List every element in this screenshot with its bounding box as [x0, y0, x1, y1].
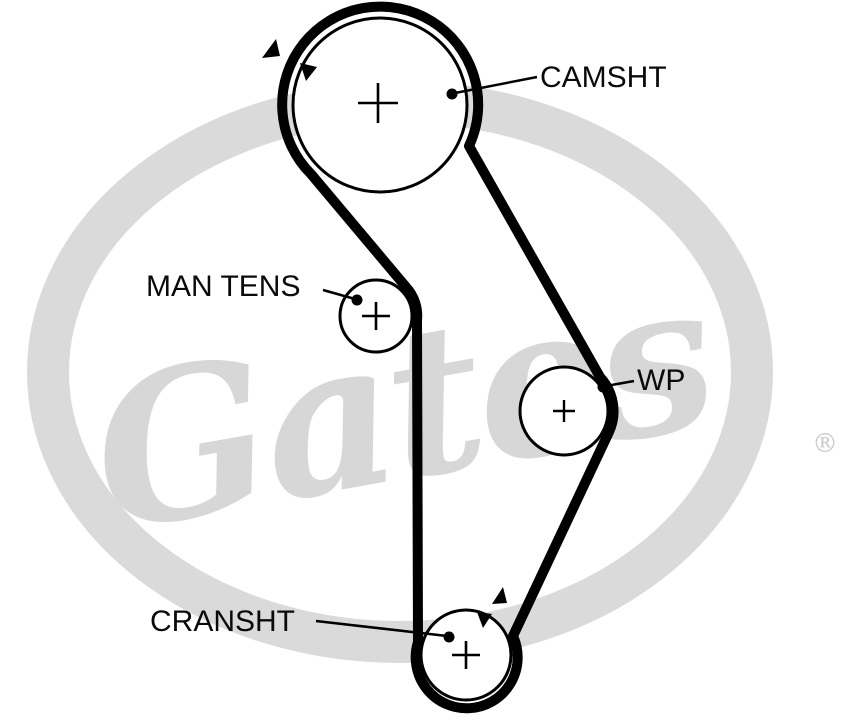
- crankshaft-pointer-dot: [443, 631, 455, 643]
- camshaft-rotation-arrows: [262, 39, 317, 81]
- camshaft-pulley: [291, 16, 469, 194]
- crankshaft-callout: [315, 619, 455, 643]
- arrow-up-icon: [262, 39, 280, 58]
- crankshaft-leader-line: [315, 619, 448, 638]
- water-pump-leader-line: [605, 379, 635, 388]
- camshaft-callout: [446, 75, 538, 100]
- camshaft-leader-line: [454, 75, 538, 95]
- water-pump-center-mark: [553, 400, 575, 422]
- water-pump-callout: [597, 379, 635, 393]
- arrow-up-icon: [492, 587, 507, 604]
- arrow-down-icon: [300, 63, 317, 81]
- water-pump-pointer-dot: [597, 381, 609, 393]
- registered-trademark-icon: ®: [812, 429, 838, 459]
- camshaft-pointer-dot: [446, 88, 458, 100]
- manual-tensioner-callout: [322, 288, 363, 306]
- gates-watermark: Gates ®: [27, 81, 838, 663]
- water-pump-label: WP: [637, 364, 685, 397]
- manual-tensioner-pointer-dot: [351, 294, 363, 306]
- camshaft-center-mark: [358, 83, 398, 123]
- crankshaft-label: CRANSHT: [150, 605, 295, 638]
- arrow-down-icon: [477, 612, 492, 628]
- crankshaft-rotation-arrows: [477, 587, 507, 628]
- manual-tensioner-leader-line: [322, 288, 356, 301]
- crankshaft-center-mark: [452, 641, 480, 669]
- manual-tensioner-center-mark: [362, 302, 390, 330]
- manual-tensioner-label: MAN TENS: [146, 270, 300, 303]
- camshaft-label: CAMSHT: [540, 61, 667, 94]
